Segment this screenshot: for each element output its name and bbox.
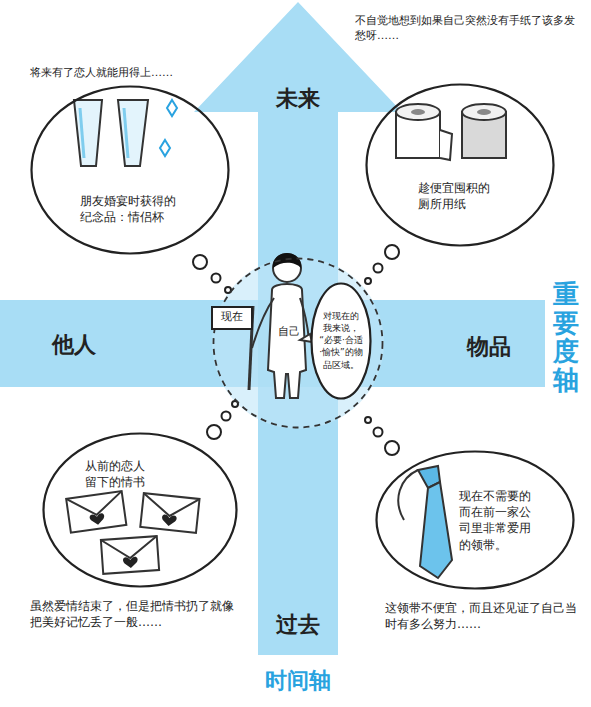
- thought-bubble-outline: [375, 450, 575, 590]
- thought-bubble: 趁便宜囤积的厕所用纸: [365, 83, 555, 247]
- now-circle-text: 自己: [275, 325, 303, 340]
- axis-end-label: 过去: [268, 610, 328, 640]
- cup-shine: [80, 108, 84, 158]
- speech-tail: [300, 334, 312, 342]
- thought-dot: [212, 274, 221, 283]
- thought-dot: [374, 264, 383, 273]
- time-arrow: [194, 2, 402, 655]
- note: 虽然爱情结束了，但是把情书扔了就像把美好记忆丢了一般……: [30, 598, 238, 630]
- thought-bubble-text: 朋友婚宴时获得的纪念品：情侣杯: [80, 193, 184, 225]
- thought-dot: [385, 245, 399, 259]
- paper-roll-top: [396, 104, 440, 120]
- thought-bubble-outline: [365, 83, 555, 247]
- note: 将来有了恋人就能用得上……: [30, 66, 270, 81]
- sparkle: [160, 140, 170, 156]
- speech-bubble: 对现在的我来说，“必要·合适·愉快”的物品区域。: [310, 282, 372, 400]
- thought-dot: [193, 255, 207, 269]
- speech-bubble-shape: [312, 284, 371, 399]
- love-letter: [140, 493, 199, 533]
- figure-arm: [300, 298, 309, 340]
- thought-dot: [365, 278, 371, 284]
- axis-title: 重要度轴: [553, 280, 579, 394]
- thought-dot: [222, 412, 231, 421]
- now-circle-shape: [214, 259, 383, 428]
- thought-bubble-shape: [32, 87, 229, 254]
- thought-bubble: 朋友婚宴时获得的纪念品：情侣杯: [30, 85, 230, 255]
- thought-bubble-text: 现在不需要的而在前一家公司里非常爱用的领带。: [459, 488, 537, 553]
- paper-sheet: [440, 130, 452, 160]
- speech-bubble-text: 对现在的我来说，“必要·合适·愉快”的物品区域。: [319, 310, 363, 371]
- thought-bubble-outline: [42, 432, 238, 588]
- tie-loop: [398, 470, 418, 520]
- paper-roll-core: [477, 109, 491, 115]
- note: 这领带不便宜，而且还见证了自己当时有多么努力……: [385, 600, 581, 632]
- thought-dot: [385, 441, 399, 455]
- thought-bubble: 现在不需要的而在前一家公司里非常爱用的领带。: [375, 450, 575, 590]
- axis-end-label: 物品: [453, 332, 525, 362]
- cup: [118, 100, 148, 166]
- paper-roll-core: [411, 109, 425, 115]
- love-letter: [66, 491, 126, 532]
- axis-title: 时间轴: [228, 666, 368, 696]
- figure-arm: [252, 298, 274, 348]
- cup-shine: [124, 108, 128, 158]
- thought-bubble-outline: [30, 85, 230, 255]
- paper-roll-top: [462, 104, 506, 120]
- thought-bubble-shape: [377, 452, 574, 589]
- thought-bubble-shape: [367, 85, 554, 246]
- note: 不自觉地想到如果自己突然没有手纸了该多发愁呀……: [355, 14, 583, 44]
- thought-dot: [374, 428, 383, 437]
- flag: 现在: [211, 306, 253, 330]
- now-circle: 自己 对现在的我来说，“必要·合适·愉快”的物品区域。 现在: [212, 257, 384, 429]
- thought-bubble-text: 趁便宜囤积的厕所用纸: [418, 180, 498, 212]
- cup: [74, 100, 102, 166]
- tie: [420, 482, 452, 578]
- thought-dot: [365, 417, 371, 423]
- axis-end-label: 他人: [38, 330, 110, 360]
- love-letter: [101, 536, 159, 574]
- thought-bubble-text: 从前的恋人留下的情书: [85, 458, 151, 490]
- flag-shape: [212, 307, 252, 329]
- sparkle: [167, 100, 177, 116]
- thought-bubble-shape: [44, 434, 237, 587]
- axis-end-label: 未来: [268, 84, 328, 114]
- thought-dot: [207, 425, 221, 439]
- thought-bubble: 从前的恋人留下的情书: [42, 432, 238, 588]
- now-zone: [212, 257, 384, 429]
- flag-text: 现在: [211, 310, 253, 325]
